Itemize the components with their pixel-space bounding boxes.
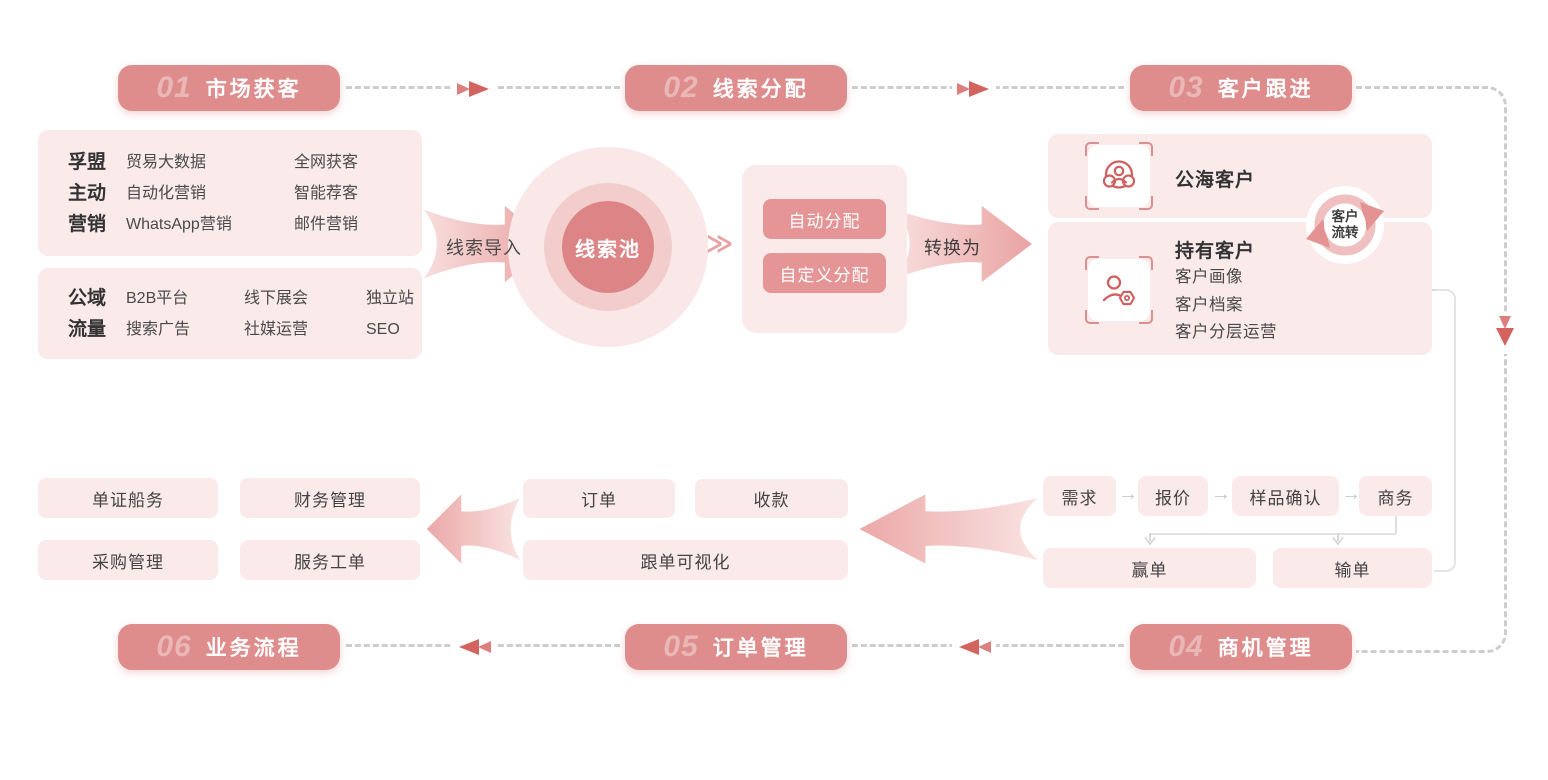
opportunity-step-demand: 需求 bbox=[1043, 476, 1116, 516]
cycle-arrows-icon bbox=[1306, 194, 1384, 256]
public-sea-label: 公海客户 bbox=[1175, 170, 1256, 191]
stage-pill-04: 04 商机管理 bbox=[1130, 624, 1352, 670]
stage-pill-06: 06 业务流程 bbox=[118, 624, 340, 670]
scan-frame bbox=[1085, 142, 1153, 210]
stage-label: 商机管理 bbox=[1217, 637, 1314, 660]
step-arrow-icon: → bbox=[1341, 483, 1361, 505]
stage-number: 06 bbox=[156, 630, 192, 663]
acquisition-traffic-col3: 独立站 SEO bbox=[366, 290, 415, 338]
owned-customer-items: 客户画像 客户档案 客户分层运营 bbox=[1175, 268, 1277, 341]
branch-line-horizontal bbox=[1149, 533, 1396, 535]
scan-frame bbox=[1085, 256, 1153, 324]
purchase-pill: 采购管理 bbox=[38, 540, 218, 580]
branch-arrow-down-icon bbox=[1332, 533, 1344, 546]
stage-label: 业务流程 bbox=[205, 637, 302, 660]
docs-shipping-pill: 单证船务 bbox=[38, 478, 218, 518]
dashed-connector-right-loop bbox=[1356, 86, 1507, 653]
tracking-pill: 跟单可视化 bbox=[523, 540, 848, 580]
stage-pill-03: 03 客户跟进 bbox=[1130, 65, 1352, 111]
convert-arrow-icon bbox=[896, 205, 1032, 283]
stage-number: 05 bbox=[663, 630, 699, 663]
custom-assign-button: 自定义分配 bbox=[763, 253, 886, 293]
acquisition-traffic-label: 公域 流量 bbox=[68, 288, 107, 340]
double-arrow-down-icon bbox=[1490, 312, 1520, 354]
double-arrow-right-icon bbox=[452, 77, 496, 101]
payment-pill: 收款 bbox=[695, 479, 848, 518]
chevron-double-icon: ≫ bbox=[706, 228, 734, 258]
cycle-label: 客户 流转 bbox=[1331, 209, 1359, 240]
acquisition-active-col2: 全网获客 智能荐客 邮件营销 bbox=[294, 154, 359, 233]
service-ticket-pill: 服务工单 bbox=[240, 540, 420, 580]
acquisition-traffic-panel: 公域 流量 B2B平台 搜索广告 线下展会 社媒运营 独立站 SEO bbox=[38, 268, 422, 359]
opportunity-step-business: 商务 bbox=[1359, 476, 1432, 516]
return-loop-line bbox=[1434, 289, 1456, 572]
double-arrow-right-icon bbox=[952, 77, 996, 101]
acquisition-traffic-col2: 线下展会 社媒运营 bbox=[244, 290, 309, 338]
stage-label: 客户跟进 bbox=[1217, 78, 1314, 101]
owned-customer-title: 持有客户 bbox=[1175, 241, 1256, 262]
auto-assign-button: 自动分配 bbox=[763, 199, 886, 239]
acquisition-active-col1: 贸易大数据 自动化营销 WhatsApp营销 bbox=[126, 154, 232, 233]
stage-label: 订单管理 bbox=[712, 637, 809, 660]
stage-label: 线索分配 bbox=[712, 78, 809, 101]
opportunity-step-sample: 样品确认 bbox=[1232, 476, 1339, 516]
flow-arrow-left-icon bbox=[426, 494, 520, 564]
stage-label: 市场获客 bbox=[205, 78, 302, 101]
step-arrow-icon: → bbox=[1118, 483, 1138, 505]
customer-cycle-badge: 客户 流转 bbox=[1306, 186, 1384, 264]
lose-pill: 输单 bbox=[1273, 548, 1432, 588]
lead-pool-circle: 线索池 bbox=[562, 201, 654, 293]
stage-number: 02 bbox=[663, 71, 699, 104]
finance-pill: 财务管理 bbox=[240, 478, 420, 518]
user-gear-icon bbox=[1102, 275, 1136, 306]
stage-number: 03 bbox=[1168, 71, 1204, 104]
public-sea-card: 公海客户 bbox=[1048, 134, 1432, 218]
acquisition-active-label: 孚盟 主动 营销 bbox=[68, 152, 107, 235]
win-pill: 赢单 bbox=[1043, 548, 1256, 588]
stage-pill-01: 01 市场获客 bbox=[118, 65, 340, 111]
branch-line-vertical bbox=[1395, 516, 1397, 534]
acquisition-traffic-col1: B2B平台 搜索广告 bbox=[126, 290, 191, 338]
stage-number: 04 bbox=[1168, 630, 1204, 663]
user-cloud-icon bbox=[1102, 160, 1136, 189]
distribution-panel: 自动分配 自定义分配 bbox=[742, 165, 907, 333]
double-arrow-left-icon bbox=[952, 635, 996, 659]
order-pill: 订单 bbox=[523, 479, 675, 518]
acquisition-active-panel: 孚盟 主动 营销 贸易大数据 自动化营销 WhatsApp营销 全网获客 智能荐… bbox=[38, 130, 422, 256]
stage-pill-05: 05 订单管理 bbox=[625, 624, 847, 670]
lead-import-label: 线索导入 bbox=[446, 238, 522, 258]
stage-number: 01 bbox=[156, 71, 192, 104]
convert-label: 转换为 bbox=[924, 238, 981, 258]
branch-arrow-down-icon bbox=[1144, 533, 1156, 546]
double-arrow-left-icon bbox=[452, 635, 496, 659]
opportunity-step-quote: 报价 bbox=[1138, 476, 1208, 516]
stage-pill-02: 02 线索分配 bbox=[625, 65, 847, 111]
step-arrow-icon: → bbox=[1211, 483, 1231, 505]
flow-arrow-left-icon bbox=[859, 494, 1038, 564]
